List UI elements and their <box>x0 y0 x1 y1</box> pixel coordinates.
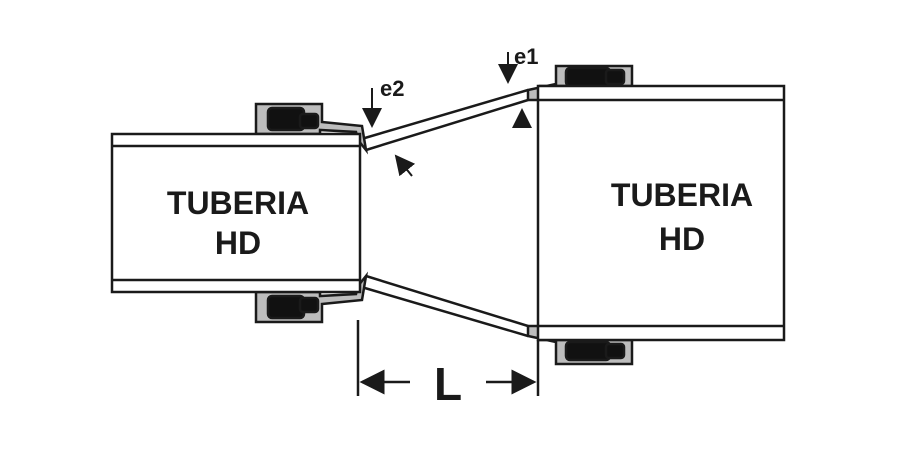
right-pipe <box>536 84 786 342</box>
reducer-cone <box>357 88 529 338</box>
left-pipe <box>110 132 362 294</box>
length-dimension <box>356 320 540 396</box>
left-socket-top <box>254 102 369 155</box>
left-pipe-label-line1: TUBERIA <box>167 185 309 221</box>
left-socket-bottom <box>254 271 369 324</box>
right-pipe-label-line1: TUBERIA <box>611 177 753 213</box>
length-label: L <box>434 358 462 410</box>
e2-label: e2 <box>380 76 404 101</box>
e1-indicator <box>498 52 532 128</box>
e1-label: e1 <box>514 44 538 69</box>
right-pipe-label-line2: HD <box>659 221 705 257</box>
left-pipe-label-line2: HD <box>215 225 261 261</box>
e2-indicator <box>362 88 416 177</box>
